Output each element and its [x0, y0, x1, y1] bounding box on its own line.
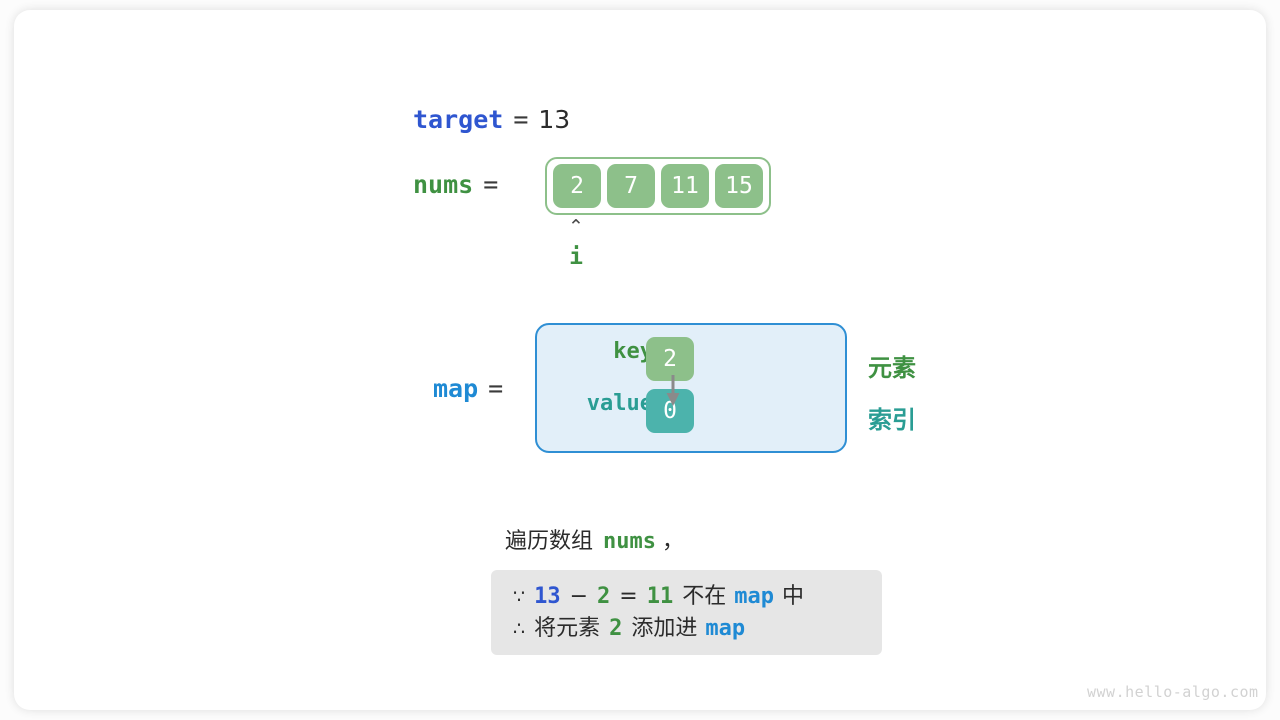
target-variable-name: target — [413, 104, 504, 134]
pointer-label: i — [569, 244, 583, 270]
map-value-label: value — [586, 391, 653, 416]
array-cell: 15 — [715, 164, 763, 208]
map-equals-sign: = — [488, 373, 504, 403]
target-declaration-row: target = 13 — [413, 102, 570, 136]
map-key-cell: 2 — [646, 337, 694, 381]
map-declaration-row: map = — [433, 371, 513, 405]
note-minus-operator: − — [569, 584, 589, 609]
note-add-into-text: 添加进 — [631, 616, 698, 641]
map-value-row: value — [537, 391, 715, 416]
nums-variable-name: nums — [413, 169, 474, 199]
nums-equals-sign: = — [483, 169, 499, 199]
note-not-in-text: 不在 — [682, 584, 727, 609]
key-to-value-arrow-icon — [666, 375, 680, 406]
note-add-element-text: 将元素 — [534, 616, 601, 641]
nums-array-container: 2 7 11 15 — [545, 157, 771, 215]
note-complement-value: 11 — [646, 584, 674, 609]
array-cell: 11 — [661, 164, 709, 208]
note-line-1: ∵ 13 − 2 = 11 不在 map 中 — [513, 581, 860, 613]
legend-index-label: 索引 — [868, 406, 916, 434]
nums-declaration-row: nums = — [413, 167, 508, 201]
note-added-element: 2 — [609, 616, 623, 641]
site-watermark: www.hello-algo.com — [1087, 683, 1259, 701]
caption-code-nums: nums — [603, 529, 656, 554]
explanation-note-box: ∵ 13 − 2 = 11 不在 map 中 ∴ 将元素 2 添加进 map — [491, 570, 882, 655]
note-target-value: 13 — [534, 584, 561, 609]
array-cell: 7 — [607, 164, 655, 208]
pointer-caret-icon: ⌃ — [568, 216, 584, 238]
note-map-reference: map — [734, 584, 774, 609]
note-current-element: 2 — [597, 584, 611, 609]
note-line-2: ∴ 将元素 2 添加进 map — [513, 613, 860, 645]
target-value: 13 — [538, 104, 571, 134]
note-equals-operator: = — [619, 584, 638, 609]
because-symbol-icon: ∵ — [513, 586, 526, 608]
note-in-text: 中 — [781, 584, 804, 609]
legend-element-label: 元素 — [868, 354, 916, 382]
therefore-symbol-icon: ∴ — [513, 618, 526, 640]
caption-suffix: ， — [662, 529, 685, 554]
note-map-target: map — [705, 616, 746, 641]
caption-prefix: 遍历数组 — [505, 529, 594, 554]
caption-traverse-array: 遍历数组 nums ， — [505, 523, 684, 555]
map-variable-name: map — [433, 373, 479, 403]
illustration-canvas: target = 13 nums = 2 7 11 15 ⌃ i map = k… — [14, 10, 1266, 710]
array-cell: 2 — [553, 164, 601, 208]
target-equals-sign: = — [513, 104, 529, 134]
index-pointer-group: ⌃ i — [558, 218, 594, 271]
